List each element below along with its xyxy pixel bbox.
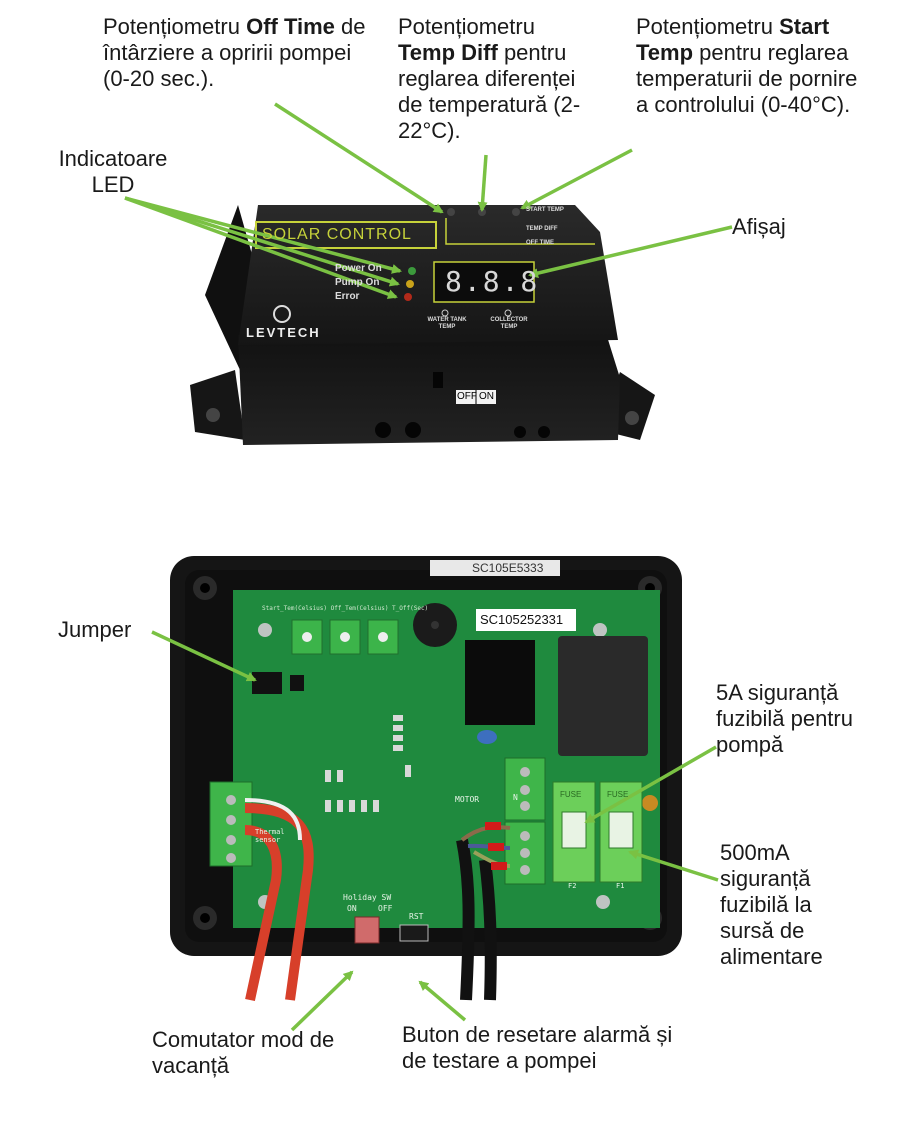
case-front-side xyxy=(238,330,620,445)
pot-header-label: Start_Tem(Celsius) Off_Tem(Celsius) T_Of… xyxy=(262,605,429,612)
levtech-logo-icon xyxy=(273,305,291,323)
off-time-bold: Off Time xyxy=(246,14,335,39)
error-led xyxy=(404,293,412,301)
f1-label: F1 xyxy=(616,882,625,890)
arrow-fuse-500ma xyxy=(628,849,719,882)
sensor-label-collector: COLLECTOR TEMP xyxy=(490,317,528,330)
led-label-pump: Pump On xyxy=(335,277,380,288)
switch-on-label: ON xyxy=(479,391,494,402)
arrow-led-pump xyxy=(124,196,400,287)
f2-label: F2 xyxy=(568,882,577,890)
holiday-off-label: OFF xyxy=(378,904,393,913)
arrow-jumper xyxy=(151,630,257,682)
serial-top-label: SC105E5333 xyxy=(472,561,544,575)
annotation-jumper: Jumper xyxy=(58,617,132,642)
bottom-controller-open xyxy=(170,556,682,1002)
switch-off-label: OFF xyxy=(457,391,477,402)
arrow-off-time xyxy=(274,102,444,214)
annotation-fuse-500ma: 500mA siguranță fuzibilă la sursă de ali… xyxy=(720,840,823,969)
arrow-reset-button xyxy=(418,980,467,1022)
arrow-start-temp xyxy=(520,148,633,210)
solar-control-label: SOLAR CONTROL xyxy=(262,226,412,243)
arrow-temp-diff xyxy=(477,154,488,212)
sensor-label-tank: WATER TANK TEMP xyxy=(427,317,467,330)
motor-label: MOTOR xyxy=(455,795,480,804)
reset-button xyxy=(399,924,429,942)
holiday-switch-label: Holiday SW xyxy=(343,893,392,902)
rst-label: RST xyxy=(409,912,424,921)
annotation-fuse-5a: 5A siguranță fuzibilă pentru pompă xyxy=(716,680,853,757)
temp-diff-prefix: Potențiometru xyxy=(398,14,535,39)
pot-label-diff: TEMP DIFF xyxy=(526,226,558,232)
transformer xyxy=(558,636,648,756)
arrow-led-power xyxy=(124,196,402,274)
fuse-text-f2: FUSE xyxy=(560,790,582,799)
arrow-led-error xyxy=(124,196,398,299)
left-mounting-flange xyxy=(190,370,245,440)
start-temp-bold: Start Temp xyxy=(636,14,830,65)
fuse-holder-f1 xyxy=(599,781,643,883)
solar-control-box xyxy=(255,221,437,249)
temp-diff-rest: pentru reglarea diferenței de temperatur… xyxy=(398,40,581,143)
serial-label: SC105252331 xyxy=(480,612,564,627)
arrow-holiday-switch xyxy=(290,970,354,1032)
fuse-text-f1: FUSE xyxy=(607,790,629,799)
display-digits: 8.8.8 xyxy=(445,265,540,298)
annotation-leds: Indicatoare LED xyxy=(58,146,168,197)
jumper-header xyxy=(252,672,282,694)
pot-label-off-time: OFF TIME xyxy=(526,240,554,246)
led-label-power: Power On xyxy=(335,263,382,274)
arrow-fuse-5a xyxy=(584,745,717,824)
holiday-on-label: ON xyxy=(347,904,357,913)
off-time-rest: de întârziere a opririi pompei (0-20 sec… xyxy=(103,14,366,91)
top-controller-device xyxy=(190,205,655,445)
holiday-switch xyxy=(354,916,380,944)
start-temp-rest: pentru reglarea temperaturii de pornire … xyxy=(636,40,858,117)
temp-diff-bold: Temp Diff xyxy=(398,40,498,65)
case-top-surface xyxy=(238,205,618,345)
relay xyxy=(465,640,535,725)
annotation-reset-button: Buton de resetare alarmă și de testare a… xyxy=(402,1022,673,1073)
pot-label-start: START TEMP xyxy=(526,207,564,213)
power-led xyxy=(408,267,416,275)
levtech-logo-text: LEVTECH xyxy=(246,325,321,340)
off-time-prefix: Potențiometru xyxy=(103,14,247,39)
thermal-label: Thermal sensor xyxy=(255,828,285,844)
start-temp-prefix: Potențiometru xyxy=(636,14,780,39)
pump-led xyxy=(406,280,414,288)
annotation-off-time: Potențiometru Off Time de întârziere a o… xyxy=(103,14,373,92)
annotation-temp-diff: Potențiometru Temp Diff pentru reglarea … xyxy=(398,14,598,144)
arrow-display xyxy=(528,225,733,279)
n-label: N xyxy=(513,793,518,802)
annotation-start-temp: Potențiometru Start Temp pentru reglarea… xyxy=(636,14,871,118)
annotation-display: Afișaj xyxy=(732,214,786,239)
annotation-holiday-switch: Comutator mod de vacanță xyxy=(152,1027,335,1078)
annotation-arrows xyxy=(124,102,733,1032)
seven-segment-display xyxy=(433,261,535,303)
led-label-error: Error xyxy=(335,291,360,302)
